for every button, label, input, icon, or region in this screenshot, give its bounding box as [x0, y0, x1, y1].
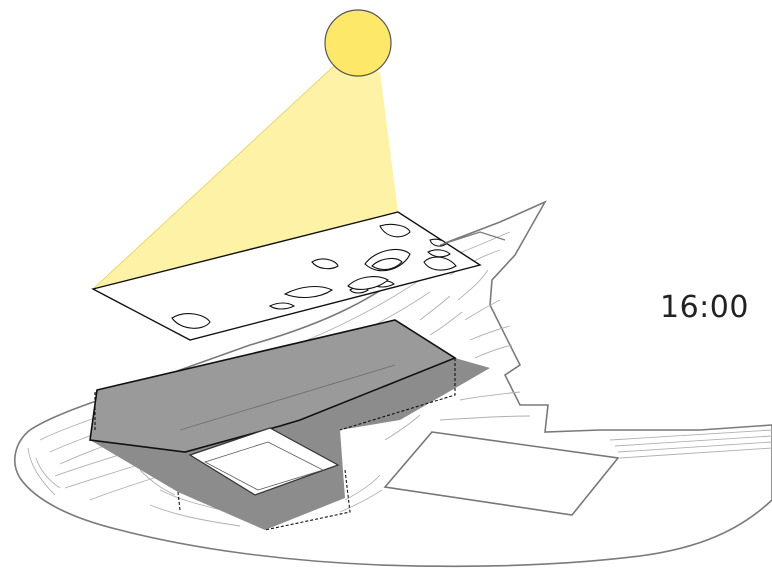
time-label: 16:00: [660, 290, 749, 325]
sun-icon: [325, 10, 391, 76]
